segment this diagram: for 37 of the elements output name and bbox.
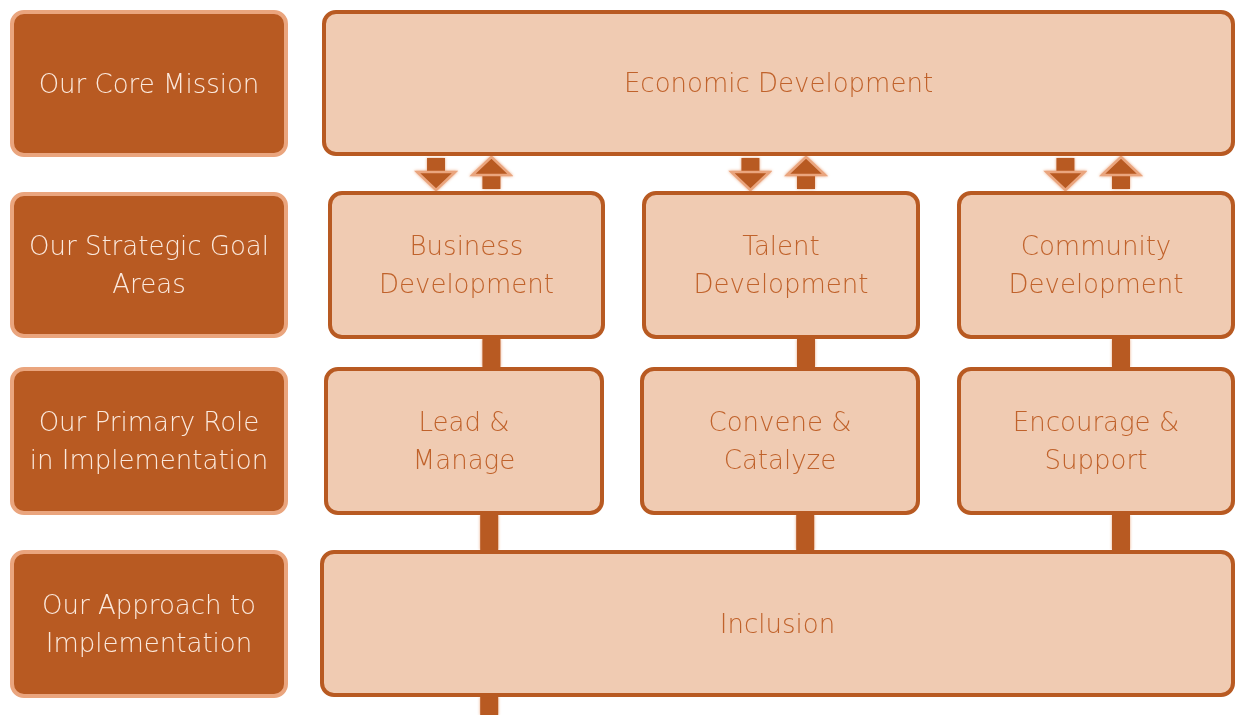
connector-bar: [480, 697, 499, 715]
content-box: [957, 367, 1235, 515]
block-arrow: [415, 158, 457, 192]
content-box: [328, 191, 605, 339]
block-arrow: [1045, 158, 1086, 192]
connector-bar: [796, 515, 815, 550]
content-box: [642, 191, 920, 339]
row-header-box: [10, 550, 288, 698]
connector-bar: [1112, 515, 1130, 550]
box-label: Business Development: [378, 230, 556, 301]
content-box: [640, 367, 920, 515]
box-label: Economic Development: [622, 67, 935, 100]
block-arrow: [471, 155, 512, 189]
box-label: Lead & Manage: [411, 406, 517, 477]
box-label: Our Core Mission: [37, 67, 261, 101]
block-arrow: [1100, 155, 1142, 189]
box-label: Encourage & Support: [1011, 406, 1181, 477]
connector-bar: [482, 339, 501, 367]
box-label: Community Development: [1007, 230, 1185, 301]
content-box: [957, 191, 1235, 339]
content-box: [322, 10, 1235, 156]
row-header-box: [10, 367, 288, 515]
content-box: [320, 550, 1235, 697]
row-header-box: [10, 10, 288, 157]
box-label: Inclusion: [718, 607, 837, 641]
box-label: Our Primary Role in Implementation: [28, 406, 270, 477]
connector-bar: [797, 339, 815, 367]
connector-bar: [480, 515, 499, 550]
box-label: Our Strategic Goal Areas: [28, 230, 270, 301]
box-label: Our Approach to Implementation: [41, 589, 257, 660]
content-box: [324, 367, 604, 515]
row-header-box: [10, 192, 288, 338]
block-arrow: [730, 158, 771, 192]
box-label: Convene & Catalyze: [707, 406, 853, 477]
connector-bar: [1112, 339, 1130, 367]
box-label: Talent Development: [692, 230, 870, 301]
block-arrow: [785, 155, 827, 189]
